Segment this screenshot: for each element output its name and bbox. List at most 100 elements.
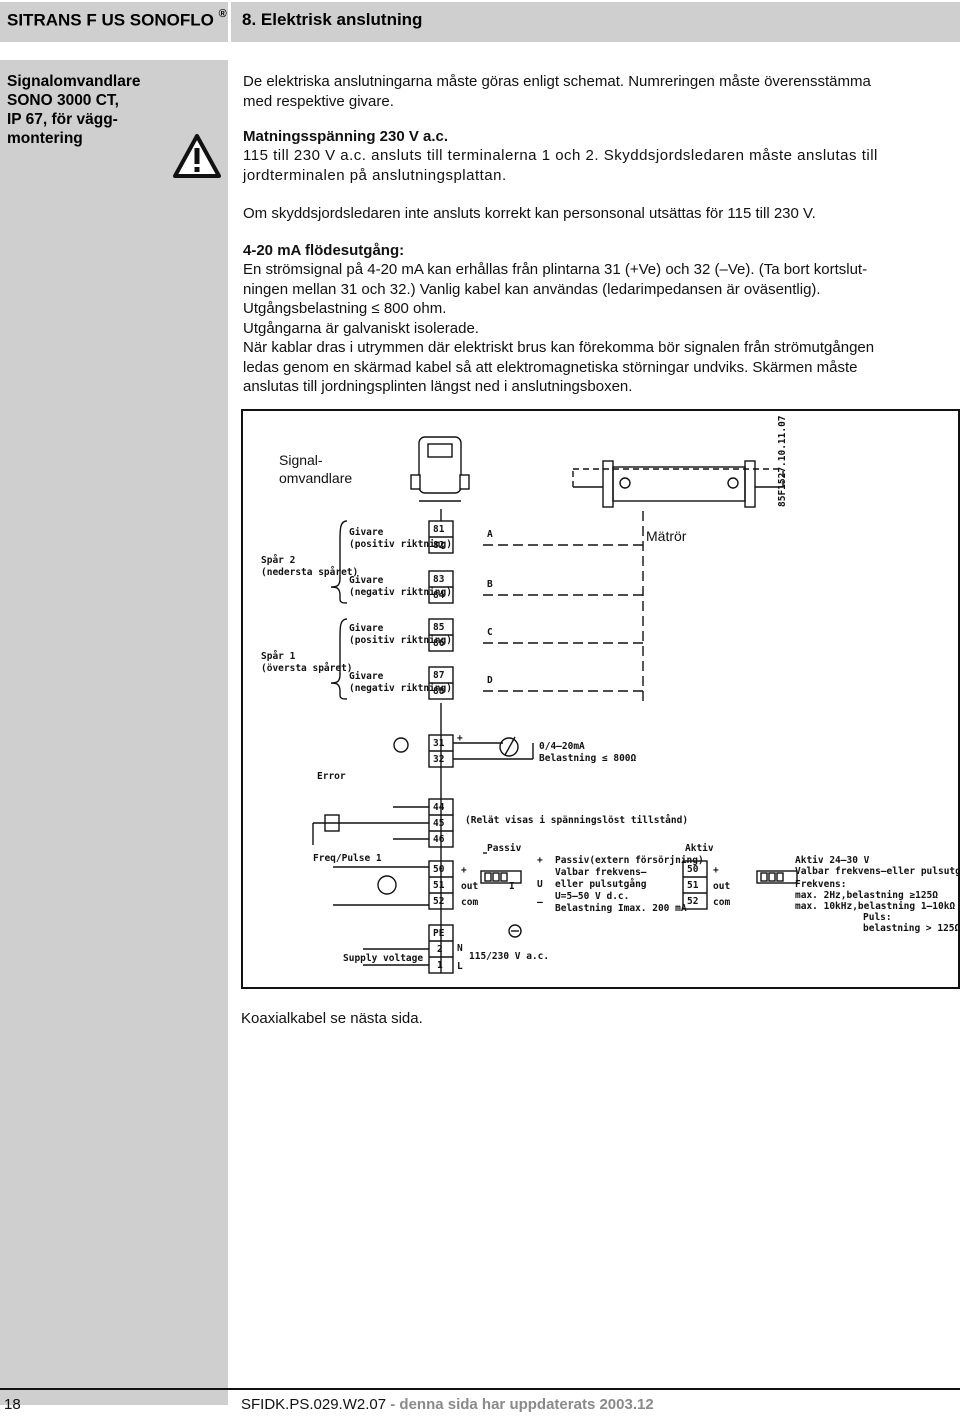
svg-text:85: 85	[433, 622, 445, 633]
svg-text:115/230 V a.c.: 115/230 V a.c.	[469, 951, 549, 962]
svg-text:0/4–20mA: 0/4–20mA	[539, 741, 585, 752]
section-title: 8. Elektrisk anslutning	[242, 10, 423, 29]
svg-text:U=5–50 V d.c.: U=5–50 V d.c.	[555, 891, 629, 902]
svg-text:Aktiv 24–30 V: Aktiv 24–30 V	[795, 855, 870, 866]
svg-text:(Relät visas i spänningslöst t: (Relät visas i spänningslöst tillstånd)	[465, 815, 688, 826]
svg-text:88: 88	[433, 686, 445, 697]
svg-text:51: 51	[687, 880, 699, 891]
svg-text:Belastning Imax. 200 mA: Belastning Imax. 200 mA	[555, 903, 687, 914]
page-header: SITRANS F US SONOFLO ® 8. Elektrisk ansl…	[0, 0, 960, 42]
drawing-id: 85F1527.10.11.07	[777, 415, 788, 507]
svg-text:–: –	[537, 897, 543, 908]
transmitter-housing	[418, 436, 462, 494]
svg-text:Passiv: Passiv	[487, 843, 522, 854]
svg-text:Givare: Givare	[349, 623, 384, 634]
update-note: - denna sida har uppdaterats 2003.12	[386, 1396, 654, 1413]
svg-text:81: 81	[433, 524, 445, 535]
svg-text:51: 51	[433, 880, 445, 891]
track2-label-2: (nedersta spåret)	[261, 567, 358, 578]
svg-text:Puls:: Puls:	[863, 912, 892, 923]
signal-label-2: omvandlare	[279, 470, 352, 486]
svg-text:out: out	[713, 881, 730, 892]
svg-text:C: C	[487, 627, 493, 638]
wiring-diagram-frame: Signal- omvandlare Mätrör 85F1527.10.11.…	[241, 409, 960, 989]
svg-text:Frekvens:: Frekvens:	[795, 879, 846, 890]
svg-text:B: B	[487, 579, 493, 590]
output-paragraph: En strömsignal på 4-20 mA kan erhållas f…	[243, 261, 875, 395]
svg-text:87: 87	[433, 670, 444, 681]
svg-text:out: out	[461, 881, 478, 892]
svg-text:L: L	[457, 961, 463, 972]
registered-mark: ®	[218, 8, 227, 20]
warning-triangle-icon	[173, 134, 221, 178]
svg-text:I: I	[509, 881, 515, 892]
svg-text:N: N	[457, 943, 463, 954]
svg-text:(negativ riktning): (negativ riktning)	[349, 683, 452, 694]
footer-rule	[0, 1388, 960, 1390]
svg-text:Valbar frekvens–: Valbar frekvens–	[555, 867, 647, 878]
track2-label-1: Spår 2	[261, 555, 295, 566]
svg-text:44: 44	[433, 802, 445, 813]
signal-label-1: Signal-	[279, 452, 323, 468]
svg-text:U: U	[537, 879, 543, 890]
svg-text:32: 32	[433, 754, 444, 765]
transmitter-display	[427, 443, 453, 458]
svg-text:PE: PE	[433, 928, 445, 939]
svg-text:45: 45	[433, 818, 445, 829]
sidebar	[0, 60, 228, 1405]
svg-text:Givare: Givare	[349, 575, 384, 586]
svg-text:Valbar frekvens–eller pulsutgå: Valbar frekvens–eller pulsutgång	[795, 866, 958, 877]
svg-text:50: 50	[687, 864, 699, 875]
svg-text:Givare: Givare	[349, 527, 384, 538]
meter-tube	[612, 466, 746, 502]
svg-text:83: 83	[433, 574, 445, 585]
svg-text:eller pulsutgång: eller pulsutgång	[555, 879, 647, 890]
intro-paragraph: De elektriska anslutningarna måste göras…	[243, 73, 871, 110]
svg-text:86: 86	[433, 638, 445, 649]
svg-text:Freq/Pulse 1: Freq/Pulse 1	[313, 853, 382, 864]
svg-text:Aktiv: Aktiv	[685, 843, 714, 854]
track1-label-2: (översta spåret)	[261, 663, 353, 674]
svg-text:Error: Error	[317, 771, 346, 782]
svg-text:31: 31	[433, 738, 445, 749]
svg-text:max. 10kHz,belastning 1–10kΩ: max. 10kHz,belastning 1–10kΩ	[795, 901, 955, 912]
svg-text:1: 1	[437, 960, 443, 971]
svg-text:Givare: Givare	[349, 671, 384, 682]
svg-text:+: +	[713, 865, 719, 876]
document-id: SFIDK.PS.029.W2.07 - denna sida har uppd…	[241, 1396, 654, 1413]
svg-text:46: 46	[433, 834, 445, 845]
svg-text:52: 52	[433, 896, 444, 907]
header-left-band	[0, 2, 228, 42]
svg-text:82: 82	[433, 540, 444, 551]
header-right-band	[231, 2, 960, 42]
svg-text:(negativ riktning): (negativ riktning)	[349, 587, 452, 598]
svg-text:50: 50	[433, 864, 445, 875]
svg-text:52: 52	[687, 896, 698, 907]
supply-heading: Matningsspänning 230 V a.c.	[243, 128, 449, 145]
svg-text:(positiv riktning): (positiv riktning)	[349, 635, 452, 646]
page-number: 18	[4, 1396, 21, 1413]
svg-text:A: A	[487, 529, 493, 540]
svg-text:D: D	[487, 675, 493, 686]
track1-label-1: Spår 1	[261, 651, 296, 662]
output-heading: 4-20 mA flödesutgång:	[243, 242, 405, 259]
svg-text:Supply voltage: Supply voltage	[343, 953, 423, 964]
footnote: Koaxialkabel se nästa sida.	[241, 1010, 423, 1027]
svg-text:Passiv(extern försörjning): Passiv(extern försörjning)	[555, 855, 704, 866]
svg-text:+: +	[461, 865, 467, 876]
svg-text:(positiv riktning): (positiv riktning)	[349, 539, 452, 550]
svg-text:2: 2	[437, 944, 443, 955]
svg-text:com: com	[461, 897, 478, 908]
svg-text:84: 84	[433, 590, 445, 601]
meter-label: Mätrör	[646, 528, 687, 544]
svg-text:+: +	[537, 855, 543, 866]
product-title: SITRANS F US SONOFLO ®	[7, 8, 227, 30]
svg-text:com: com	[713, 897, 730, 908]
safety-warning-text: Om skyddsjordsledaren inte ansluts korre…	[243, 205, 816, 222]
svg-text:max. 2Hz,belastning ≥125Ω: max. 2Hz,belastning ≥125Ω	[795, 890, 938, 901]
sidebar-title: Signalomvandlare SONO 3000 CT, IP 67, fö…	[7, 73, 141, 147]
wiring-diagram: Signal- omvandlare Mätrör 85F1527.10.11.…	[261, 415, 958, 974]
supply-paragraph: 115 till 230 V a.c. ansluts till termina…	[243, 147, 878, 184]
svg-text:belastning > 125Ω: belastning > 125Ω	[863, 923, 958, 934]
svg-text:Belastning ≤ 800Ω: Belastning ≤ 800Ω	[539, 753, 637, 764]
